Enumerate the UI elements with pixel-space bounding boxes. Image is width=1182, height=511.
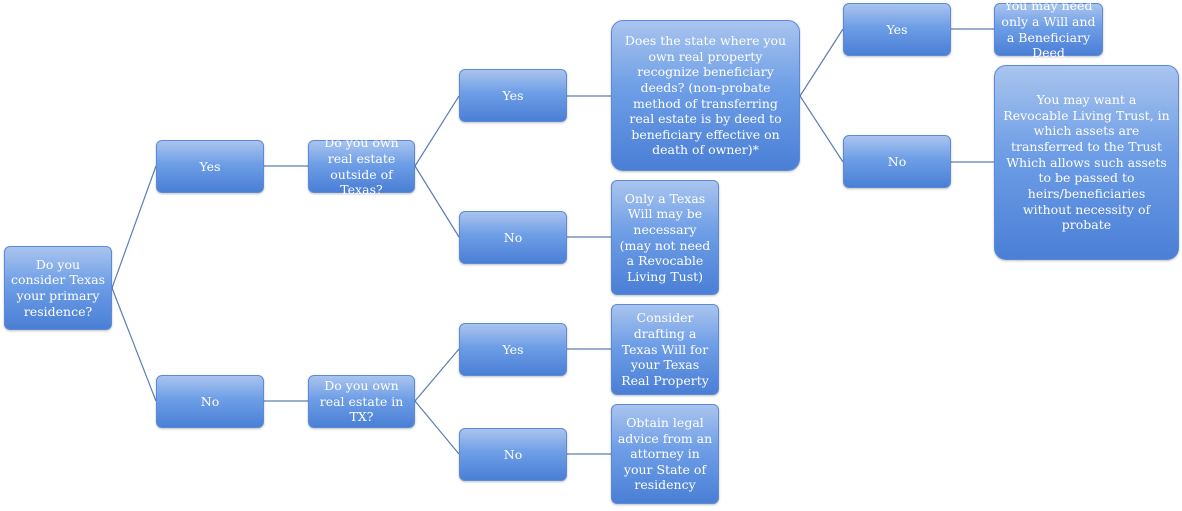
link-tx-yes3: [414, 348, 460, 402]
node-will-and-beneficiary-deed: You may need only a Will and a Beneficia…: [994, 0, 1103, 60]
node-yes-level2-top: Yes: [459, 69, 567, 122]
node-no-level2-top: No: [459, 211, 567, 264]
node-texas-residence: Do you consider Texas your primary resid…: [4, 246, 112, 330]
node-yes-level2-bottom: Yes: [459, 323, 567, 376]
node-revocable-living-trust: You may want a Revocable Living Trust, i…: [994, 65, 1179, 260]
node-beneficiary-deeds-question: Does the state where you own real proper…: [611, 20, 800, 171]
link-texas-no: [111, 287, 157, 402]
node-real-estate-outside-texas: Do you own real estate outside of Texas?: [308, 135, 415, 197]
link-outside-no2: [414, 165, 460, 238]
node-no-level1: No: [156, 375, 264, 428]
node-obtain-legal-advice: Obtain legal advice from an attorney in …: [611, 404, 719, 504]
link-bene-no4: [799, 95, 844, 163]
node-yes-level3: Yes: [843, 3, 951, 56]
link-bene-yes4: [799, 28, 844, 97]
link-tx-no3: [414, 400, 460, 455]
node-real-estate-in-tx: Do you own real estate in TX?: [308, 375, 415, 428]
link-outside-yes2: [414, 95, 460, 167]
node-no-level2-bottom: No: [459, 428, 567, 481]
node-only-texas-will: Only a Texas Will may be necessary (may …: [611, 180, 719, 295]
node-no-level3: No: [843, 135, 951, 188]
node-yes-level1: Yes: [156, 140, 264, 193]
link-texas-yes: [111, 165, 157, 289]
node-consider-texas-will: Consider drafting a Texas Will for your …: [611, 304, 719, 395]
